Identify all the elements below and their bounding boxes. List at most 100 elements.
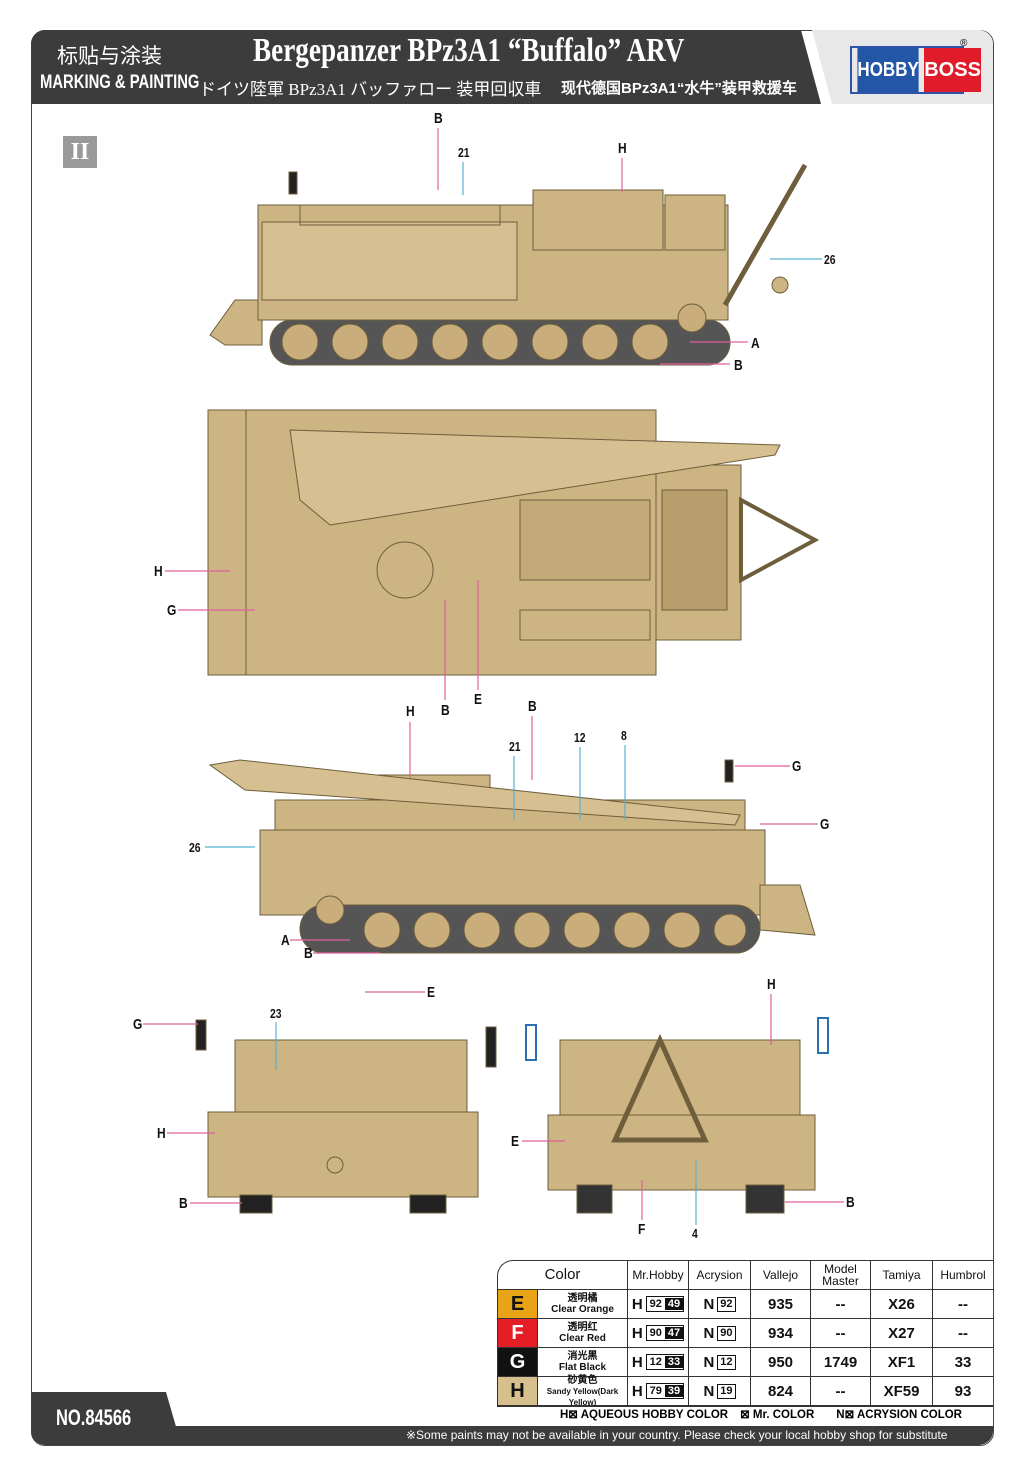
- legend-acrysion: N⊠ ACRYSION COLOR: [836, 1409, 962, 1421]
- callout-8: 8: [621, 728, 627, 743]
- color-swatch-E: E: [498, 1290, 538, 1319]
- subtitle-jp: ドイツ陸軍 BPz3A1 バッファロー 装甲回収車: [199, 80, 542, 99]
- legend: H⊠ AQUEOUS HOBBY COLOR ⊠ Mr. COLOR N⊠ AC…: [560, 1407, 962, 1421]
- header-mrhobby: Mr.Hobby: [628, 1261, 689, 1290]
- front-view: [195, 1019, 497, 1214]
- color-name: 砂黄色 Sandy Yellow(Dark Yellow): [538, 1374, 628, 1407]
- color-name: 透明红 Clear Red: [538, 1319, 628, 1348]
- title-cn: 标贴与涂装: [57, 45, 162, 68]
- side-view-left: [209, 163, 808, 366]
- callout-B: B: [434, 110, 443, 127]
- step-badge: II: [63, 136, 97, 168]
- hobby-boss-logo: HOBBY BOSS: [850, 46, 981, 94]
- hobby-code-b: 49: [664, 1298, 684, 1310]
- color-table: Color Mr.Hobby Acrysion Vallejo Model Ma…: [497, 1260, 993, 1407]
- color-name-cn: 透明橘: [567, 1293, 598, 1304]
- callout-12: 12: [574, 730, 586, 745]
- humbrol-code: 33: [933, 1348, 993, 1377]
- color-name-en: Clear Orange: [551, 1304, 614, 1315]
- callout-B: B: [179, 1195, 188, 1212]
- leader-lines-blue: [205, 162, 822, 1225]
- callout-H: H: [618, 140, 627, 157]
- title-en: MARKING & PAINTING: [40, 72, 200, 93]
- hobby-prefix: H: [631, 1353, 643, 1371]
- callout-G: G: [167, 602, 177, 619]
- color-name-cn: 砂黄色: [567, 1374, 598, 1386]
- callout-A: A: [751, 335, 760, 352]
- callout-26: 26: [824, 252, 836, 267]
- model-master-code: 1749: [811, 1348, 871, 1377]
- color-name-en: Sandy Yellow(Dark Yellow): [546, 1386, 619, 1407]
- tamiya-code: X27: [871, 1319, 933, 1348]
- callout-B: B: [441, 702, 450, 719]
- legend-aqueous: H⊠ AQUEOUS HOBBY COLOR: [560, 1409, 729, 1421]
- callout-E: E: [511, 1133, 520, 1150]
- callout-B: B: [528, 698, 537, 715]
- color-name-cn: 消光黑: [567, 1351, 598, 1362]
- header-tamiya: Tamiya: [871, 1261, 933, 1290]
- callout-26: 26: [189, 840, 201, 855]
- acry-prefix: N: [703, 1295, 715, 1313]
- acry-code: 92: [717, 1296, 736, 1312]
- hobby-code-a: 79: [649, 1385, 662, 1397]
- callout-H: H: [406, 703, 415, 720]
- header-acrysion: Acrysion: [689, 1261, 751, 1290]
- callout-F: F: [638, 1221, 646, 1238]
- acry-code: 19: [717, 1383, 736, 1399]
- tamiya-code: XF1: [871, 1348, 933, 1377]
- tamiya-code: X26: [871, 1290, 933, 1319]
- callout-23: 23: [270, 1006, 282, 1021]
- hobby-prefix: H: [631, 1382, 643, 1400]
- tamiya-code: XF59: [871, 1377, 933, 1406]
- acry-prefix: N: [703, 1382, 715, 1400]
- color-name: 透明橘 Clear Orange: [538, 1290, 628, 1319]
- model-master-code: --: [811, 1290, 871, 1319]
- hobby-code-a: 12: [649, 1356, 662, 1368]
- callout-G: G: [820, 816, 830, 833]
- hobby-code-a: 92: [649, 1298, 662, 1310]
- color-swatch-G: G: [498, 1348, 538, 1377]
- color-name-en: Flat Black: [558, 1362, 607, 1373]
- hobby-prefix: H: [631, 1295, 643, 1313]
- footer-bar: [31, 1426, 993, 1445]
- callout-B: B: [304, 945, 313, 962]
- callout-B: B: [734, 357, 743, 374]
- acry-code: 12: [717, 1354, 736, 1370]
- callout-G: G: [792, 758, 802, 775]
- color-swatch-F: F: [498, 1319, 538, 1348]
- acry-code: 90: [717, 1325, 736, 1341]
- callout-21: 21: [509, 739, 521, 754]
- color-name-cn: 透明红: [567, 1322, 598, 1333]
- hobby-prefix: H: [631, 1324, 643, 1342]
- callout-H: H: [767, 976, 776, 993]
- callout-A: A: [281, 932, 290, 949]
- acry-prefix: N: [703, 1324, 715, 1342]
- header-vallejo: Vallejo: [751, 1261, 811, 1290]
- hobby-code-b: 47: [664, 1327, 684, 1339]
- legend-mr-color: ⊠ Mr. COLOR: [740, 1409, 815, 1421]
- vallejo-code: 935: [751, 1290, 811, 1319]
- callout-21: 21: [458, 145, 470, 160]
- side-view-right: [208, 759, 816, 954]
- header-model-master: Model Master: [811, 1261, 871, 1290]
- rear-view: [525, 1017, 829, 1214]
- footer-note: ※Some paints may not be available in you…: [406, 1428, 948, 1442]
- callout-E: E: [474, 691, 483, 708]
- product-number: NO.84566: [56, 1405, 132, 1430]
- humbrol-code: --: [933, 1290, 993, 1319]
- humbrol-code: --: [933, 1319, 993, 1348]
- model-name: Bergepanzer BPz3A1 “Buffalo” ARV: [253, 32, 685, 69]
- registered-mark: ®: [960, 38, 968, 49]
- leader-lines: [143, 128, 844, 1220]
- hobby-code-b: 33: [664, 1356, 684, 1368]
